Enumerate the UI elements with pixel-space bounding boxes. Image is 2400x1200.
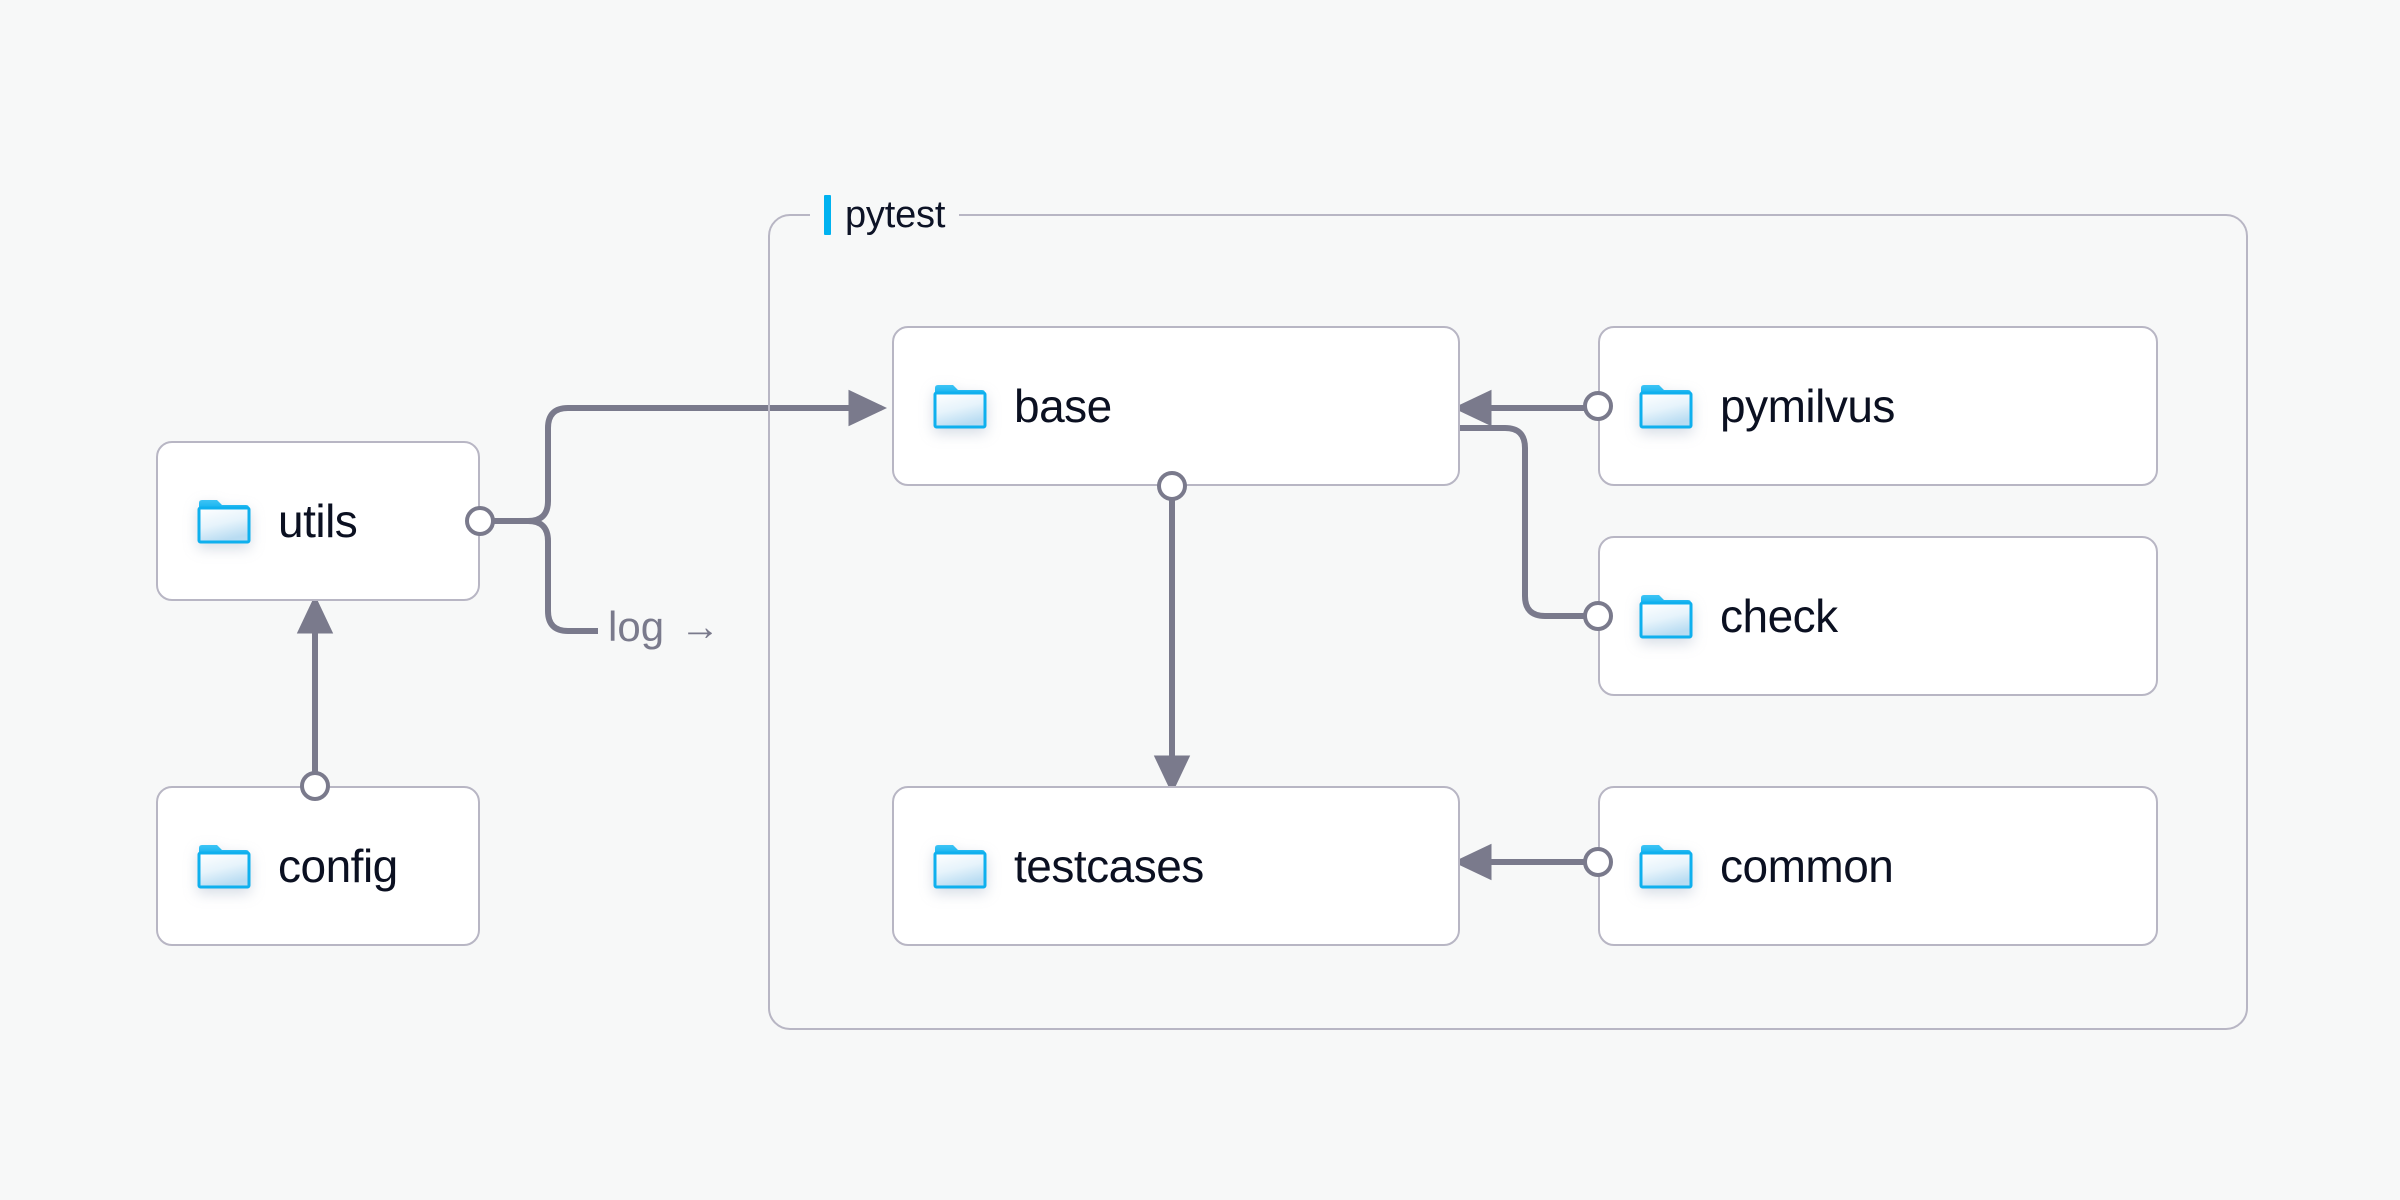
port-utils-right[interactable] <box>465 506 495 536</box>
folder-icon <box>197 500 251 544</box>
folder-icon <box>1639 595 1693 639</box>
node-config[interactable]: config <box>156 786 480 946</box>
folder-icon <box>933 385 987 429</box>
node-base[interactable]: base <box>892 326 1460 486</box>
folder-icon <box>933 845 987 889</box>
edge-label-log[interactable]: log → <box>598 603 731 650</box>
node-utils[interactable]: utils <box>156 441 480 601</box>
port-pymilvus-left[interactable] <box>1583 391 1613 421</box>
node-label: testcases <box>1014 840 1204 892</box>
port-config-top[interactable] <box>300 771 330 801</box>
node-testcases[interactable]: testcases <box>892 786 1460 946</box>
node-label: base <box>1014 380 1112 432</box>
group-accent-bar <box>824 195 831 235</box>
node-common[interactable]: common <box>1598 786 2158 946</box>
arrow-right-icon: → <box>680 605 721 649</box>
folder-icon <box>1639 385 1693 429</box>
port-check-left[interactable] <box>1583 601 1613 631</box>
node-label: config <box>278 840 398 892</box>
port-base-bottom[interactable] <box>1157 471 1187 501</box>
folder-icon <box>1639 845 1693 889</box>
pytest-group-label: pytest <box>810 190 960 240</box>
port-common-left[interactable] <box>1583 847 1613 877</box>
node-label: check <box>1720 590 1838 642</box>
node-pymilvus[interactable]: pymilvus <box>1598 326 2158 486</box>
node-check[interactable]: check <box>1598 536 2158 696</box>
edge-label-log-text: log <box>608 603 665 650</box>
node-label: common <box>1720 840 1894 892</box>
group-label-text: pytest <box>845 193 946 236</box>
pytest-group-container <box>768 214 2248 1030</box>
folder-icon <box>197 845 251 889</box>
node-label: pymilvus <box>1720 380 1895 432</box>
node-label: utils <box>278 495 358 547</box>
